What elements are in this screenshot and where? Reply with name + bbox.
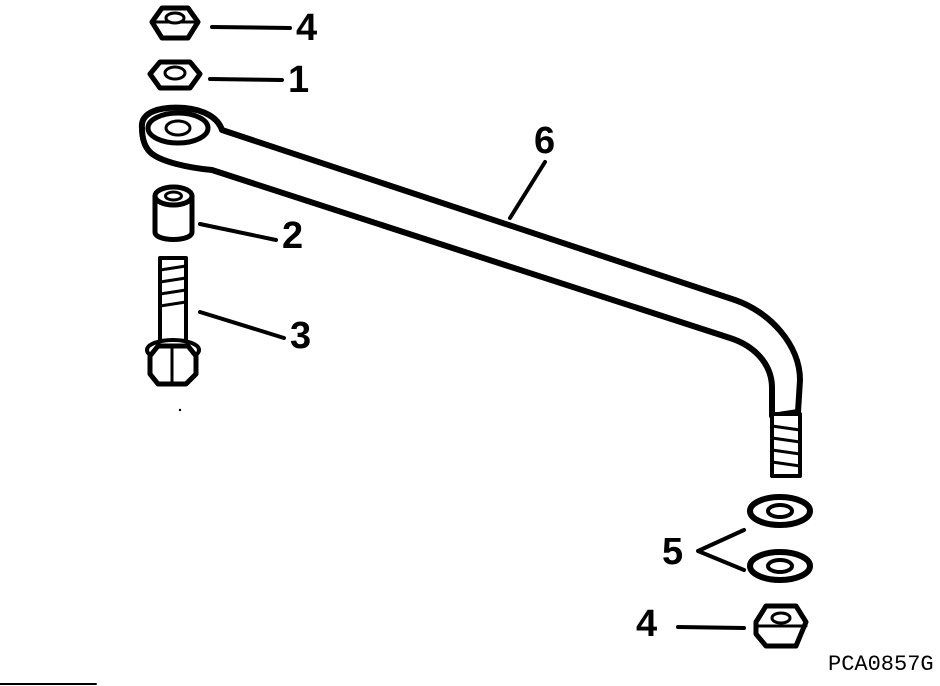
flat-washers [696, 494, 813, 583]
stray-dot [178, 408, 182, 412]
lock-nut-top [149, 5, 292, 41]
callout-4-bottom: 4 [636, 603, 657, 645]
callout-2: 2 [282, 215, 303, 257]
callout-4-top: 4 [296, 7, 317, 49]
hex-nut [147, 59, 284, 91]
lock-nut-bottom [676, 603, 809, 649]
hex-bolt [145, 256, 286, 387]
callout-5: 5 [662, 531, 683, 573]
callout-3: 3 [290, 315, 311, 357]
callout-6: 6 [534, 120, 555, 162]
bushing [152, 184, 278, 242]
link-rod [138, 104, 803, 478]
reference-code: PCA0857G [828, 652, 934, 677]
callout-1: 1 [288, 59, 309, 101]
